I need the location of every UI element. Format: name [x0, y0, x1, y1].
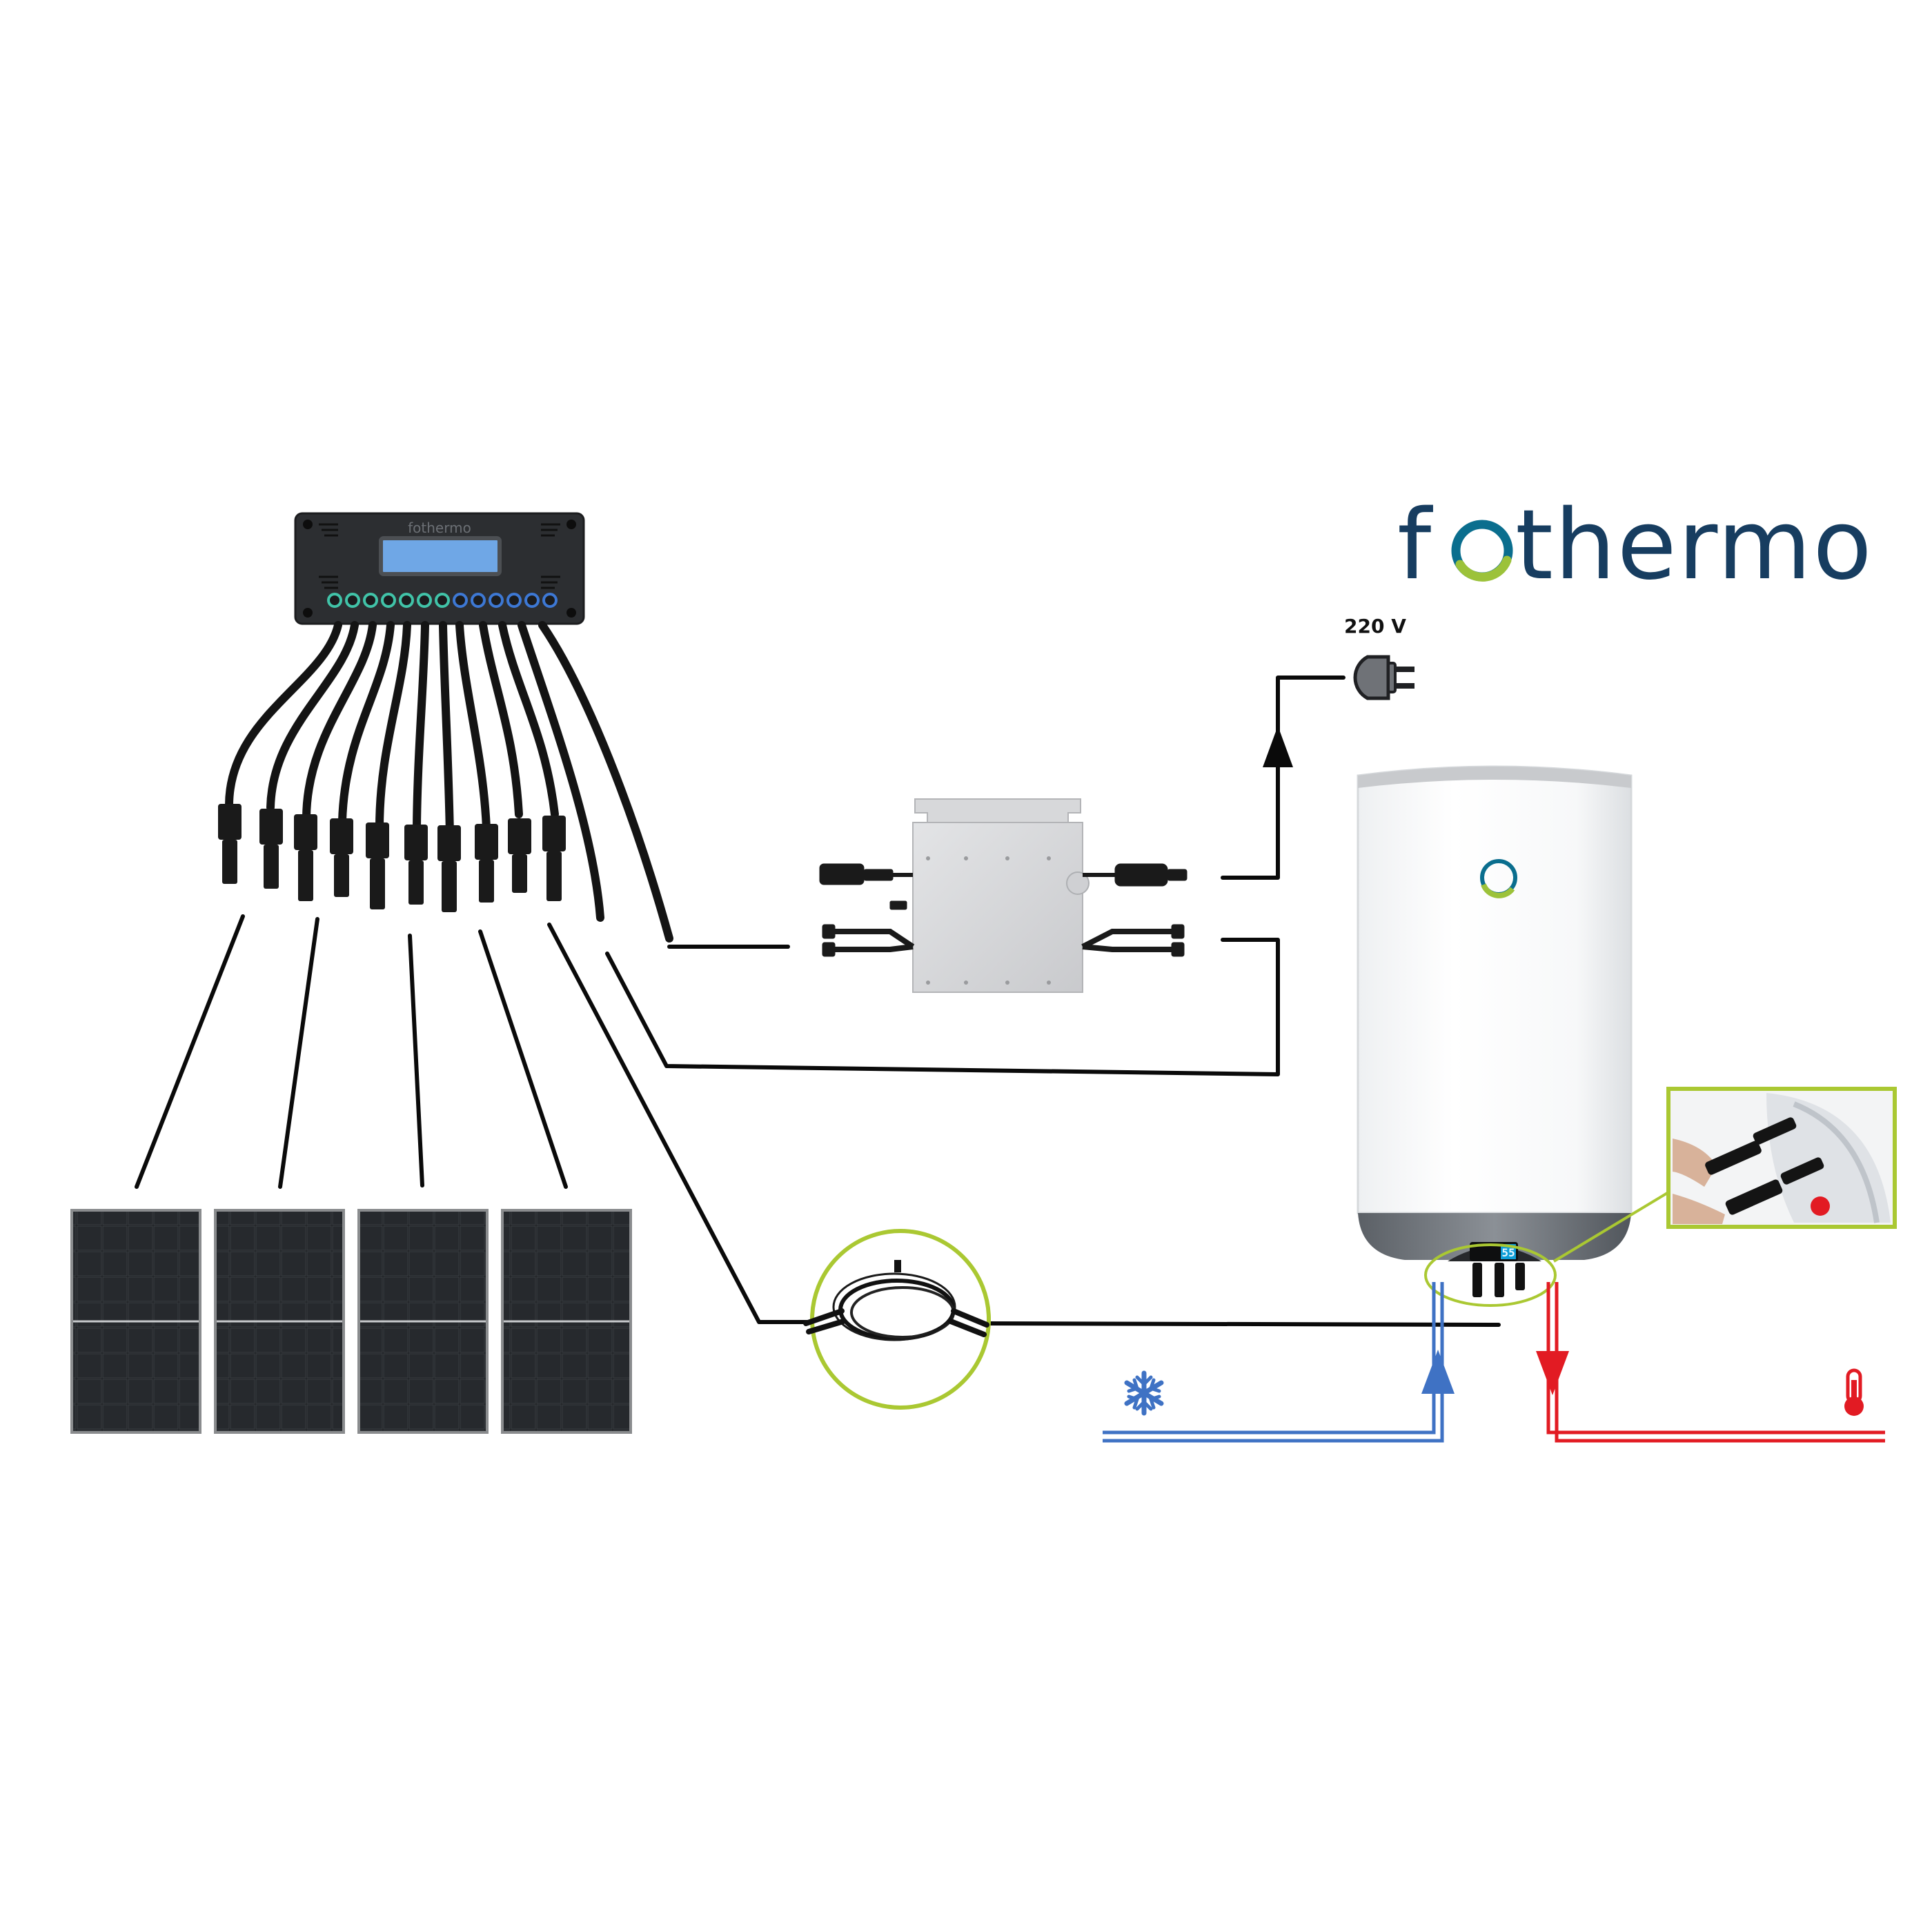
cold-water-arrow-icon — [1421, 1350, 1455, 1394]
solar-controller: fothermo — [294, 512, 585, 625]
connector-detail-inset — [1666, 1087, 1897, 1229]
display-reading: 55 — [1501, 1246, 1515, 1259]
micro-inverter — [819, 798, 1187, 993]
solar-panel — [357, 1209, 489, 1434]
mc4-connector — [404, 825, 428, 905]
mc4-connector — [330, 818, 353, 897]
mc4-connector — [366, 822, 389, 909]
heater-connectors — [1472, 1263, 1525, 1297]
solar-panels — [70, 1209, 632, 1434]
hot-water-pipe — [1536, 1282, 1885, 1443]
heater-logo-icon — [1480, 859, 1517, 898]
panel-wires — [135, 914, 568, 1189]
plug-icon — [1353, 655, 1414, 700]
hot-water-arrow-icon — [1536, 1351, 1569, 1395]
cable-extension — [803, 1229, 991, 1410]
brand-suffix: thermo — [1515, 489, 1873, 602]
controller-cables — [224, 621, 673, 943]
controller-terminals — [327, 593, 558, 608]
mc4-connector — [542, 816, 566, 901]
water-heater: 55 — [1357, 765, 1670, 1307]
controller-brand: fothermo — [408, 520, 471, 536]
voltage-label: 220 V — [1344, 615, 1406, 638]
mc4-connector — [475, 824, 498, 903]
brand-prefix: f — [1397, 489, 1433, 602]
mc4-connector — [259, 809, 283, 889]
mc4-connector — [218, 804, 241, 884]
connector-highlight — [1424, 1243, 1557, 1307]
inverter-ac-connectors — [1081, 863, 1187, 957]
controller-lcd — [379, 536, 502, 576]
brand-ring-icon — [1451, 520, 1513, 582]
thermometer-icon — [1844, 1368, 1864, 1416]
mc4-connector — [437, 825, 461, 912]
snowflake-icon — [1124, 1370, 1164, 1416]
solar-panel — [214, 1209, 345, 1434]
brand-logo: f thermo — [1397, 489, 1873, 602]
arrow-up-icon — [1263, 726, 1293, 767]
solar-panel — [70, 1209, 201, 1434]
inverter-dc-connectors — [819, 863, 915, 957]
panel-connectors — [218, 804, 566, 912]
solar-panel — [501, 1209, 632, 1434]
power-plug: 220 V — [1344, 615, 1414, 700]
cold-water-pipe — [1103, 1282, 1455, 1443]
mc4-connector — [294, 814, 317, 901]
system-wires — [547, 676, 1501, 1327]
mc4-connector — [508, 818, 531, 893]
